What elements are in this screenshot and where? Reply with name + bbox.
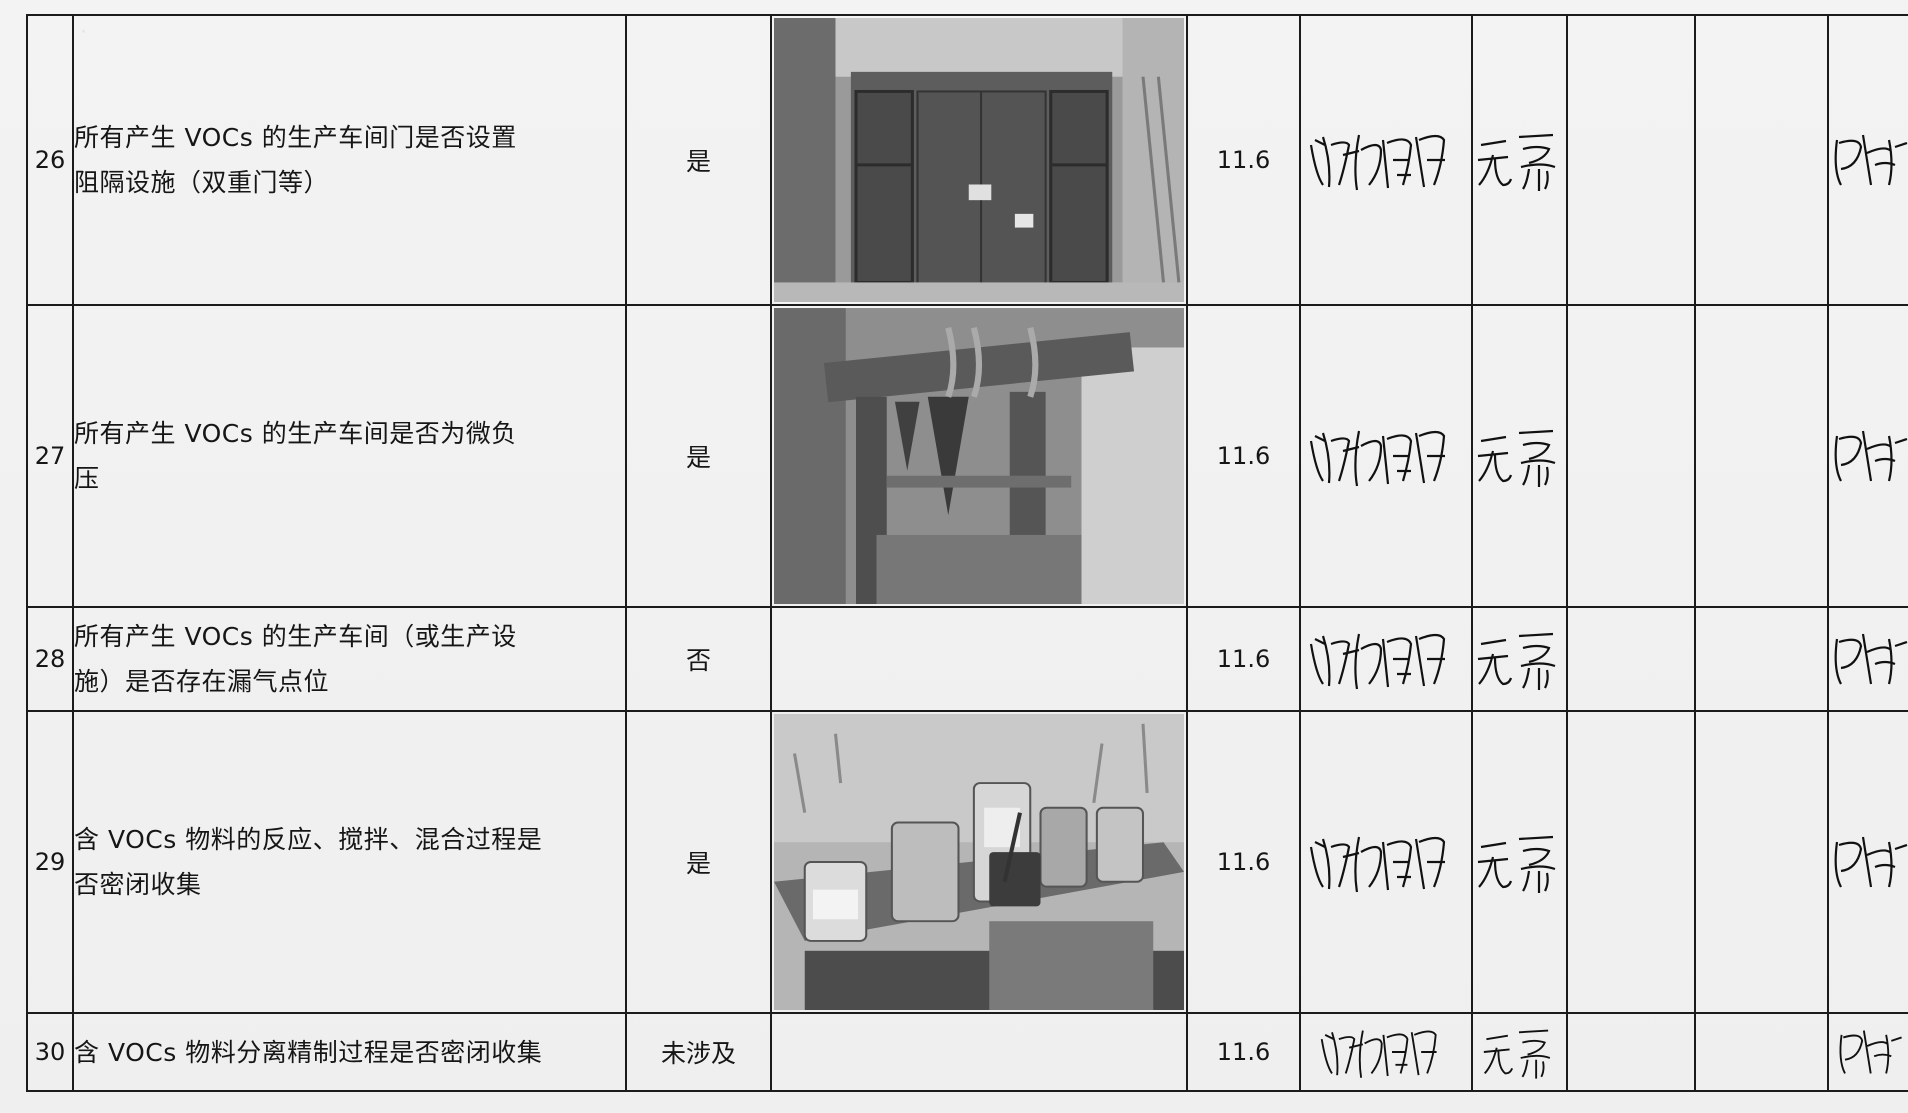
check-result: 是	[625, 14, 772, 306]
inspector-signature-cell	[1299, 1012, 1473, 1092]
check-item-line: 所有产生 VOCs 的生产车间是否为微负	[74, 419, 517, 448]
evidence-photo-cell	[770, 606, 1188, 712]
inspector-signature	[1302, 827, 1470, 897]
remark-signature-cell	[1471, 1012, 1568, 1092]
inspector-signature-cell	[1299, 304, 1473, 608]
inspector-signature-cell	[1299, 710, 1473, 1014]
check-item-line: 压	[74, 464, 100, 493]
inspector-signature-cell	[1299, 606, 1473, 712]
blank-cell	[1566, 1012, 1696, 1092]
workshop-booth-photo	[774, 308, 1184, 604]
remark-signature-cell	[1471, 14, 1568, 306]
evidence-photo-cell	[770, 1012, 1188, 1092]
inspection-checklist-table: 26 所有产生 VOCs 的生产车间门是否设置 阻隔设施（双重门等） 是	[26, 14, 1908, 1092]
check-result: 否	[625, 606, 772, 712]
check-item-line: 否密闭收集	[74, 870, 202, 899]
remark-signature	[1474, 827, 1565, 897]
blank-cell	[1566, 14, 1696, 306]
blank-cell	[1694, 710, 1829, 1014]
inspector-signature	[1302, 1022, 1470, 1082]
check-result: 是	[625, 304, 772, 608]
row-number: 26	[26, 14, 74, 306]
confirm-signature	[1830, 125, 1907, 195]
remark-signature-cell	[1471, 304, 1568, 608]
table-row: 26 所有产生 VOCs 的生产车间门是否设置 阻隔设施（双重门等） 是	[26, 14, 1908, 306]
table-row: 29 含 VOCs 物料的反应、搅拌、混合过程是 否密闭收集 是	[26, 710, 1908, 1014]
remark-signature-cell	[1471, 606, 1568, 712]
inspector-signature-cell	[1299, 14, 1473, 306]
check-item-line: 阻隔设施（双重门等）	[74, 168, 330, 197]
evidence-photo-cell	[770, 14, 1188, 306]
check-item-text: 所有产生 VOCs 的生产车间（或生产设 施）是否存在漏气点位	[72, 606, 627, 712]
table-row: 27 所有产生 VOCs 的生产车间是否为微负 压 是	[26, 304, 1908, 608]
evidence-photo-cell	[770, 710, 1188, 1014]
inspection-date: 11.6	[1186, 710, 1301, 1014]
paint-cans-photo	[774, 714, 1184, 1010]
blank-cell	[1694, 1012, 1829, 1092]
check-item-text: 含 VOCs 物料分离精制过程是否密闭收集	[72, 1012, 627, 1092]
row-number: 28	[26, 606, 74, 712]
table-row: 30 含 VOCs 物料分离精制过程是否密闭收集 未涉及 11.6	[26, 1012, 1908, 1092]
check-item-text: 所有产生 VOCs 的生产车间门是否设置 阻隔设施（双重门等）	[72, 14, 627, 306]
blank-cell	[1566, 304, 1696, 608]
remark-signature	[1474, 125, 1565, 195]
check-item-text: 含 VOCs 物料的反应、搅拌、混合过程是 否密闭收集	[72, 710, 627, 1014]
blank-cell	[1566, 710, 1696, 1014]
blank-cell	[1694, 606, 1829, 712]
check-result: 是	[625, 710, 772, 1014]
table-row: 28 所有产生 VOCs 的生产车间（或生产设 施）是否存在漏气点位 否 11.…	[26, 606, 1908, 712]
inspection-date: 11.6	[1186, 14, 1301, 306]
inspector-signature	[1302, 624, 1470, 694]
check-item-line: 含 VOCs 物料分离精制过程是否密闭收集	[74, 1037, 543, 1067]
confirm-signature-cell	[1827, 304, 1908, 608]
row-number: 27	[26, 304, 74, 608]
remark-signature-cell	[1471, 710, 1568, 1014]
remark-signature	[1474, 624, 1565, 694]
workshop-double-door-photo	[774, 18, 1184, 302]
check-item-line: 施）是否存在漏气点位	[74, 667, 330, 696]
blank-cell	[1694, 14, 1829, 306]
inspector-signature	[1302, 125, 1470, 195]
confirm-signature	[1830, 827, 1907, 897]
confirm-signature	[1830, 421, 1907, 491]
row-number: 30	[26, 1012, 74, 1092]
remark-signature	[1474, 1022, 1565, 1082]
confirm-signature	[1830, 624, 1907, 694]
confirm-signature-cell	[1827, 1012, 1908, 1092]
inspection-date: 11.6	[1186, 304, 1301, 608]
confirm-signature-cell	[1827, 710, 1908, 1014]
check-item-line: 所有产生 VOCs 的生产车间门是否设置	[74, 123, 517, 152]
remark-signature	[1474, 421, 1565, 491]
blank-cell	[1694, 304, 1829, 608]
check-result: 未涉及	[625, 1012, 772, 1092]
check-item-line: 含 VOCs 物料的反应、搅拌、混合过程是	[74, 825, 543, 854]
evidence-photo-cell	[770, 304, 1188, 608]
blank-cell	[1566, 606, 1696, 712]
confirm-signature-cell	[1827, 606, 1908, 712]
confirm-signature	[1830, 1022, 1907, 1082]
confirm-signature-cell	[1827, 14, 1908, 306]
row-number: 29	[26, 710, 74, 1014]
check-item-line: 所有产生 VOCs 的生产车间（或生产设	[74, 622, 517, 651]
inspector-signature	[1302, 421, 1470, 491]
check-item-text: 所有产生 VOCs 的生产车间是否为微负 压	[72, 304, 627, 608]
inspection-date: 11.6	[1186, 1012, 1301, 1092]
inspection-date: 11.6	[1186, 606, 1301, 712]
